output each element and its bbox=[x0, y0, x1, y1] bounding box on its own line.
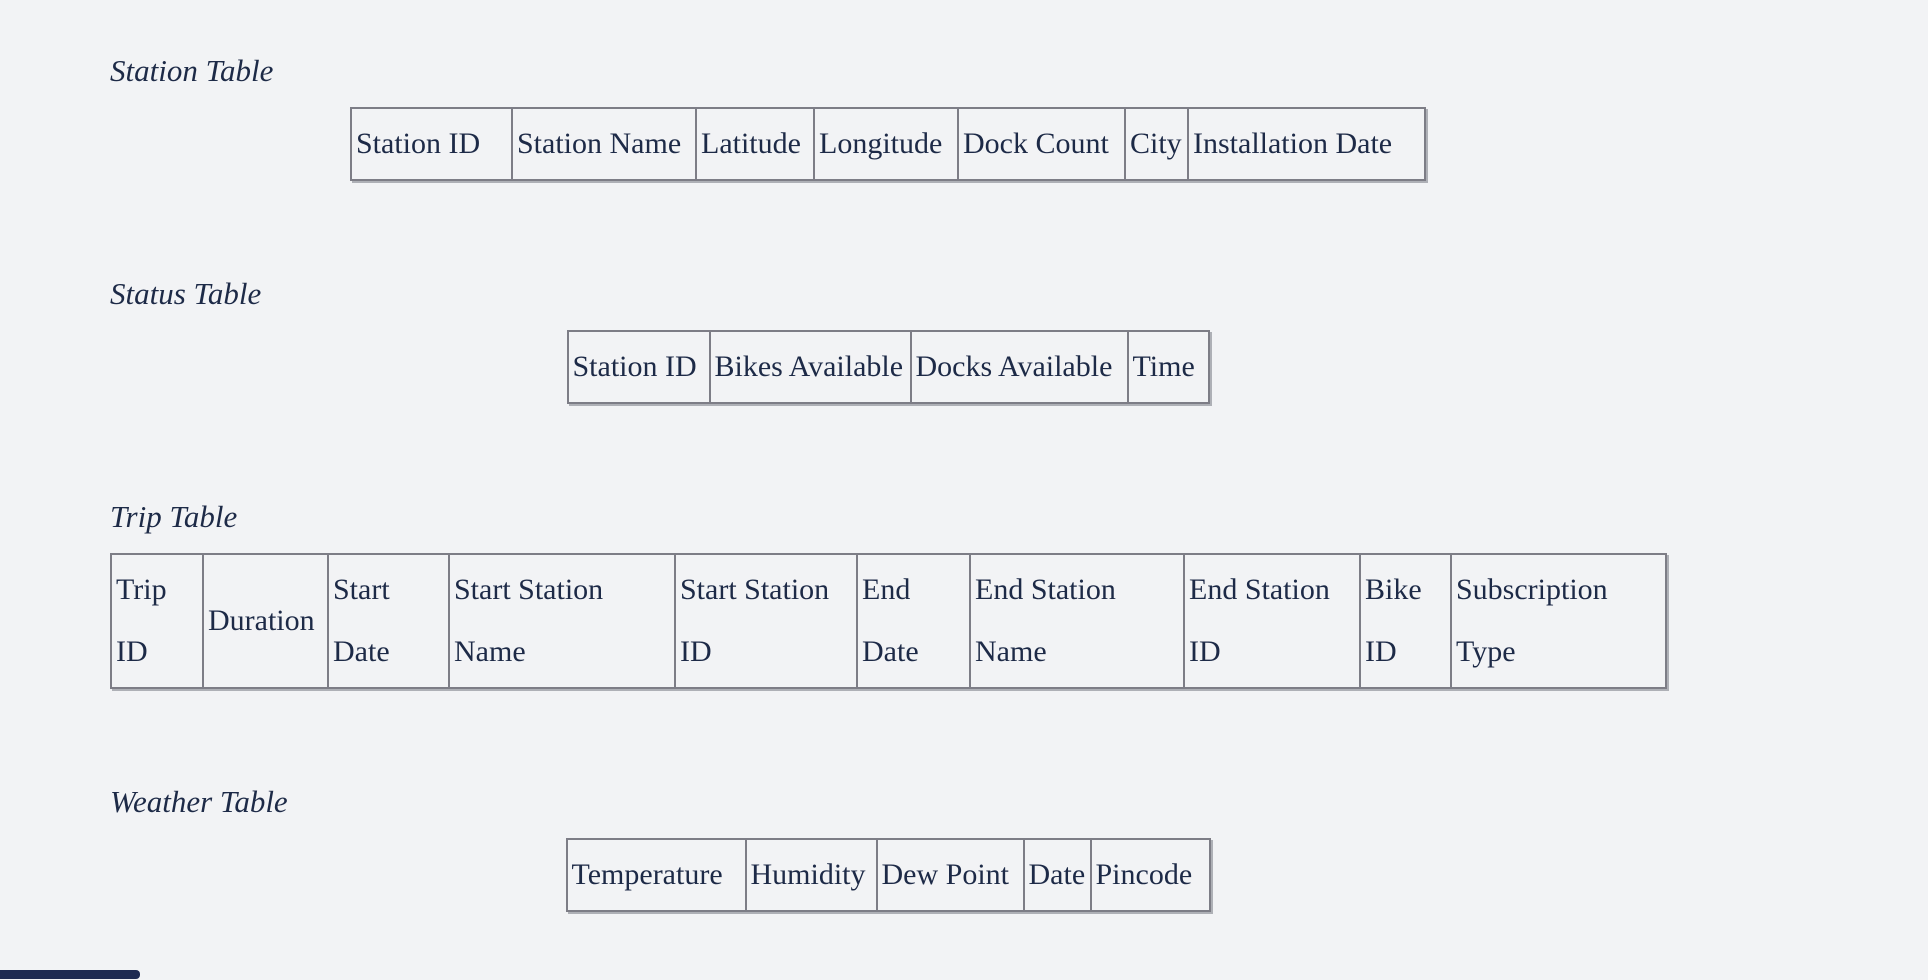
header-label-line: Humidity bbox=[750, 858, 866, 891]
column-header-installation-date: Installation Date bbox=[1187, 107, 1426, 181]
column-header-dock-count: Dock Count bbox=[957, 107, 1126, 181]
header-label-line: Dock Count bbox=[963, 127, 1109, 160]
column-header-time: Time bbox=[1126, 330, 1210, 404]
header-label-line: Subscription bbox=[1456, 573, 1608, 606]
header-row: Station ID Station Name Latitude Longitude D… bbox=[350, 107, 1426, 181]
column-header-longitude: Longitude bbox=[813, 107, 959, 181]
header-label-line: Start bbox=[333, 573, 390, 606]
header-label-line: ID bbox=[680, 635, 712, 668]
header-label-line: Name bbox=[454, 635, 526, 668]
column-header-dew-point: Dew Point bbox=[875, 838, 1025, 912]
header-label-line: Station ID bbox=[572, 350, 697, 383]
header-label-line: Date bbox=[333, 635, 390, 668]
section-weather-table: Weather Table Temperature Humidity Dew Poi… bbox=[110, 783, 1666, 912]
column-header-date: Date bbox=[1022, 838, 1092, 912]
header-label-line: Latitude bbox=[701, 127, 801, 160]
header-label-line: ID bbox=[1365, 635, 1397, 668]
header-label-line: Station Name bbox=[517, 127, 682, 160]
status-table-title: Status Table bbox=[110, 276, 262, 311]
header-label-line: ID bbox=[1189, 635, 1221, 668]
header-label-line: Docks Available bbox=[915, 350, 1113, 383]
weather-schema-table: Temperature Humidity Dew Point Date Pincode bbox=[565, 838, 1211, 912]
column-header-humidity: Humidity bbox=[744, 838, 878, 912]
status-schema-table: Station ID Bikes Available Docks Available… bbox=[566, 330, 1210, 404]
section-status-table: Status Table Station ID Bikes Available Do… bbox=[110, 275, 1666, 404]
column-header-docks-available: Docks Available bbox=[909, 330, 1129, 404]
station-schema-table: Station ID Station Name Latitude Longitude D… bbox=[350, 107, 1426, 181]
column-header-station-id: Station ID bbox=[566, 330, 711, 404]
header-label-line: End Station bbox=[1189, 573, 1330, 606]
column-header-station-name: Station Name bbox=[511, 107, 697, 181]
column-header-station-id: Station ID bbox=[350, 107, 513, 181]
header-label-line: Bikes Available bbox=[714, 350, 904, 383]
column-header-duration: Duration bbox=[202, 553, 329, 689]
header-label-line: Trip bbox=[116, 573, 167, 606]
trip-table-title: Trip Table bbox=[110, 499, 238, 534]
header-label-line: ID bbox=[116, 635, 148, 668]
header-label-line: Station ID bbox=[356, 127, 481, 160]
bottom-left-accent-bar bbox=[0, 970, 140, 979]
column-header-temperature: Temperature bbox=[565, 838, 747, 912]
column-header-latitude: Latitude bbox=[695, 107, 815, 181]
header-label-line: Start Station bbox=[680, 573, 830, 606]
header-label-line: Date bbox=[862, 635, 919, 668]
column-header-pincode: Pincode bbox=[1089, 838, 1211, 912]
header-label-line: Start Station bbox=[454, 573, 604, 606]
header-label-line: Time bbox=[1132, 350, 1195, 383]
header-label-line: Name bbox=[975, 635, 1047, 668]
header-label-line: Duration bbox=[208, 604, 315, 637]
station-table-title: Station Table bbox=[110, 53, 274, 88]
document-content: Station Table Station ID Station Name Lati… bbox=[110, 0, 1667, 912]
section-station-table: Station Table Station ID Station Name Lati… bbox=[110, 52, 1666, 181]
column-header-bikes-available: Bikes Available bbox=[708, 330, 912, 404]
header-label-line: Pincode bbox=[1095, 858, 1193, 891]
header-label-line: Installation Date bbox=[1193, 127, 1393, 160]
header-label-line: Longitude bbox=[819, 127, 943, 160]
weather-table-title: Weather Table bbox=[110, 784, 288, 819]
header-row: Temperature Humidity Dew Point Date Pincode bbox=[565, 838, 1211, 912]
header-label-line: Dew Point bbox=[881, 858, 1010, 891]
header-label-line: Type bbox=[1456, 635, 1516, 668]
column-header-city: City bbox=[1124, 107, 1189, 181]
header-label-line: Date bbox=[1028, 858, 1086, 891]
header-row: Station ID Bikes Available Docks Available… bbox=[566, 330, 1210, 404]
header-label-line: End Station bbox=[975, 573, 1116, 606]
header-label-line: Temperature bbox=[571, 858, 723, 891]
header-label-line: Bike bbox=[1365, 573, 1422, 606]
header-label-line: End bbox=[862, 573, 911, 606]
header-label-line: City bbox=[1130, 127, 1182, 160]
